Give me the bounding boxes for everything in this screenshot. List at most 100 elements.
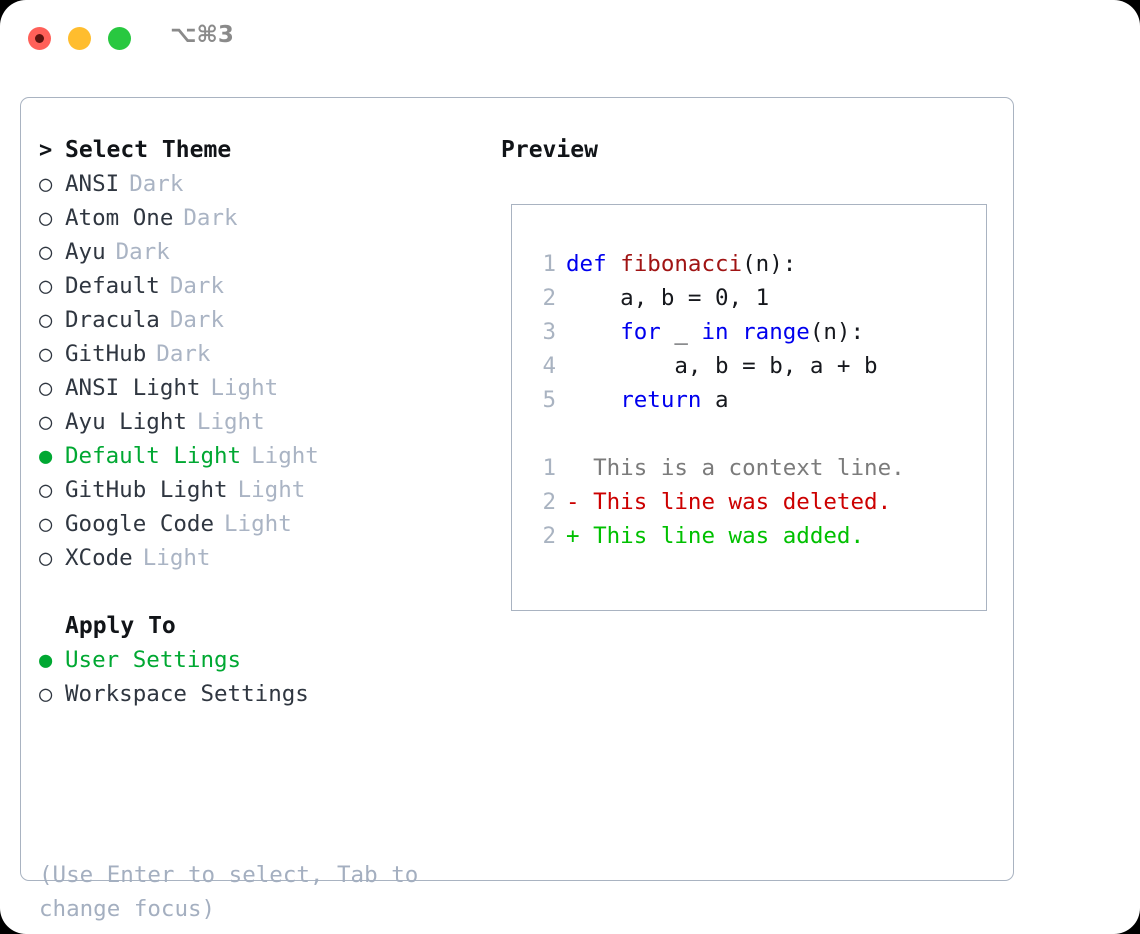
theme-list-item[interactable]: ○ ANSI Light Light [39, 371, 479, 405]
theme-item-label: Google Code [65, 511, 215, 537]
code-token: (n): [742, 251, 797, 277]
code-token: return [620, 387, 702, 413]
line-number: 2 [542, 285, 556, 311]
line-number: 1 [542, 251, 556, 277]
keyboard-hint-text: (Use Enter to select, Tab to change focu… [39, 862, 419, 922]
theme-item-label: ANSI Light [65, 375, 201, 401]
code-token: a [701, 387, 729, 413]
code-token: fibonacci [620, 251, 743, 277]
radio-unselected-icon: ○ [39, 240, 53, 265]
code-line: 3 for _ in range(n): [532, 315, 905, 349]
close-window-button[interactable] [28, 27, 51, 50]
line-number: 5 [542, 387, 556, 413]
apply-to-item-label: Workspace Settings [65, 681, 309, 707]
diff-marker: + [566, 523, 580, 549]
theme-list-item[interactable]: ○ Dracula Dark [39, 303, 479, 337]
apply-to-header: Apply To [39, 609, 479, 643]
radio-unselected-icon: ○ [39, 308, 53, 333]
theme-item-label: ANSI [65, 171, 120, 197]
code-line: 1 def fibonacci(n): [532, 247, 905, 281]
radio-unselected-icon: ○ [39, 478, 53, 503]
select-theme-header-label: Select Theme [65, 137, 232, 163]
radio-selected-icon: ● [39, 648, 53, 673]
code-token: for [620, 319, 661, 345]
theme-list-item[interactable]: ○ Google Code Light [39, 507, 479, 541]
line-number: 1 [542, 455, 556, 481]
code-blank-line [532, 417, 905, 451]
theme-item-tag: Dark [169, 307, 225, 333]
theme-list-item[interactable]: ○ ANSI Dark [39, 167, 479, 201]
theme-list-item[interactable]: ○ Ayu Light Light [39, 405, 479, 439]
code-token [729, 319, 743, 345]
theme-list-item[interactable]: ○ Default Dark [39, 269, 479, 303]
code-line: 5 return a [532, 383, 905, 417]
theme-item-tag: Dark [169, 273, 225, 299]
code-token [566, 387, 620, 413]
diff-spacer [580, 455, 594, 481]
theme-item-label: GitHub [65, 341, 147, 367]
theme-item-tag: Light [142, 545, 211, 571]
theme-item-tag: Dark [156, 341, 211, 367]
theme-item-label: Ayu [65, 239, 106, 265]
theme-item-tag: Light [251, 443, 319, 469]
keyboard-shortcut-label: ⌥⌘3 [170, 22, 234, 48]
preview-title: Preview [501, 137, 598, 163]
code-line: 2 a, b = 0, 1 [532, 281, 905, 315]
theme-item-tag: Light [237, 477, 306, 503]
code-token: a, b = 0, 1 [566, 285, 770, 311]
list-spacer [39, 575, 479, 609]
radio-unselected-icon: ○ [39, 206, 53, 231]
diff-marker: - [566, 489, 580, 515]
radio-unselected-icon: ○ [39, 172, 53, 197]
theme-item-label: Dracula [65, 307, 160, 333]
diff-line: 2 + This line was added. [532, 519, 905, 553]
theme-item-tag: Light [196, 409, 265, 435]
line-number: 3 [542, 319, 556, 345]
diff-text: This line was added. [593, 523, 865, 549]
theme-item-label: Default [65, 273, 160, 299]
theme-list-item[interactable]: ○ GitHub Light Light [39, 473, 479, 507]
title-bar: ⌥⌘3 [0, 0, 1140, 78]
diff-spacer [580, 489, 594, 515]
recording-indicator-icon [35, 34, 44, 43]
minimize-window-button[interactable] [68, 27, 91, 50]
diff-line: 2- This line was deleted. [532, 485, 905, 519]
code-token: in [701, 319, 729, 345]
code-token: a, b = b, a + b [566, 353, 878, 379]
theme-list-item[interactable]: ○ GitHub Dark [39, 337, 479, 371]
diff-spacer [580, 523, 594, 549]
radio-unselected-icon: ○ [39, 376, 53, 401]
apply-to-item[interactable]: ●User Settings [39, 643, 479, 677]
code-token: (n): [809, 319, 865, 345]
radio-unselected-icon: ○ [39, 342, 53, 367]
line-number: 2 [542, 523, 556, 549]
radio-unselected-icon: ○ [39, 682, 53, 707]
theme-item-tag: Light [224, 511, 292, 537]
line-number: 2 [542, 489, 556, 515]
apply-to-item[interactable]: ○ Workspace Settings [39, 677, 479, 711]
theme-item-tag: Dark [129, 171, 184, 197]
code-token: range [742, 319, 810, 345]
radio-unselected-icon: ○ [39, 512, 53, 537]
radio-unselected-icon: ○ [39, 274, 53, 299]
code-line: 4 a, b = b, a + b [532, 349, 905, 383]
code-token: _ [660, 319, 702, 345]
theme-item-label: GitHub Light [65, 477, 228, 503]
code-token: def [566, 251, 621, 277]
theme-item-tag: Light [210, 375, 279, 401]
theme-item-label: Atom One [65, 205, 174, 231]
theme-item-label: Ayu Light [65, 409, 187, 435]
radio-unselected-icon: ○ [39, 410, 53, 435]
maximize-window-button[interactable] [108, 27, 131, 50]
diff-text: This is a context line. [593, 455, 905, 481]
